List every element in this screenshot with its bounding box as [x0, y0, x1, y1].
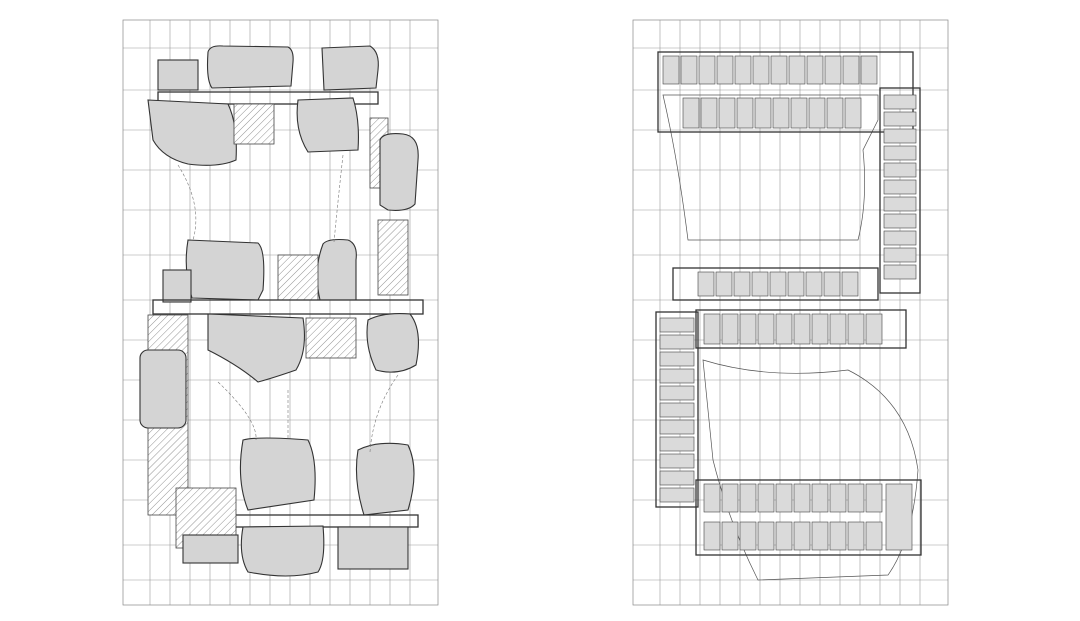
courtyard-paths — [177, 154, 399, 453]
left-unit-bar — [655, 311, 699, 508]
top-wing — [147, 45, 419, 211]
floor-plan-left-drawing — [122, 19, 439, 606]
bottom-wing — [175, 437, 419, 577]
landscape-outline-top — [662, 94, 879, 241]
floor-plan-right — [618, 0, 963, 621]
middle-band — [139, 219, 424, 516]
top-unit-bar — [657, 51, 914, 133]
drawing-frame — [632, 19, 949, 606]
bottom-unit-bar — [695, 479, 922, 556]
floor-plan-left — [108, 0, 453, 621]
middle-unit-bars — [672, 267, 907, 349]
drawing-frame — [122, 19, 439, 606]
right-unit-bar — [879, 87, 921, 294]
floor-plan-right-drawing — [632, 19, 949, 606]
landscape-outline-bottom — [702, 359, 919, 581]
